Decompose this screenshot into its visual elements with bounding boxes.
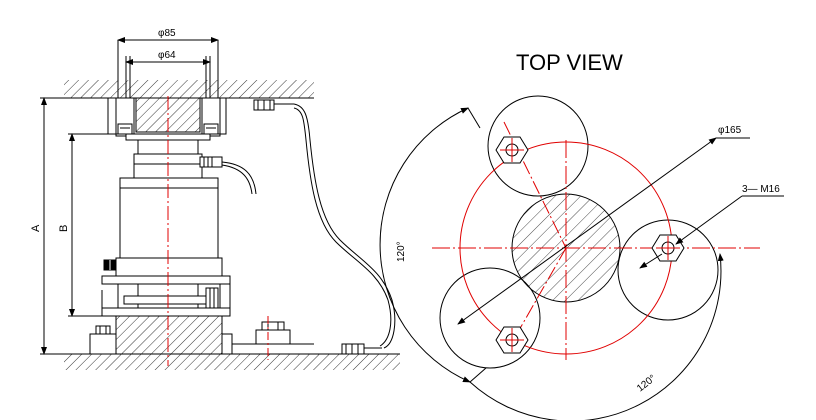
base-plate [89,315,233,355]
hex-bolt-bottom [495,326,529,354]
dim-outer-label: φ85 [158,28,176,39]
dim-circle-label: φ165 [718,125,742,136]
dimension-b [68,133,126,317]
load-cell-body [103,177,223,277]
side-view: φ85 φ64 [30,28,400,370]
top-view: TOP VIEW [379,50,784,420]
floor-terminal [341,343,382,355]
floor-hatch [64,353,400,370]
top-terminal [253,99,294,111]
dim-b-label: B [58,225,70,232]
dim-a-label: A [30,224,42,232]
dim-inner-label: φ64 [158,50,176,61]
dimension-a [40,97,108,355]
dim-bolt-label: 3— M16 [742,184,780,195]
arc-extension-top [467,107,481,129]
angle-left-label: 120° [396,241,407,262]
top-mounting-plate [107,97,227,137]
angle-arc-bottom [469,253,724,420]
cable-gland [199,156,257,195]
angle-bottom-label: 120° [635,373,658,394]
lower-mount [101,275,231,317]
angle-arc-left [379,107,471,383]
top-view-title: TOP VIEW [516,50,623,75]
dimension-phi165 [457,137,750,325]
arc-extension-bottom [469,367,487,383]
top-ground-hatch [64,80,314,99]
foundation-bolt [232,321,314,345]
signal-cable [293,103,396,349]
dimension-m16 [639,195,784,269]
signal-cable-inner [293,107,392,347]
